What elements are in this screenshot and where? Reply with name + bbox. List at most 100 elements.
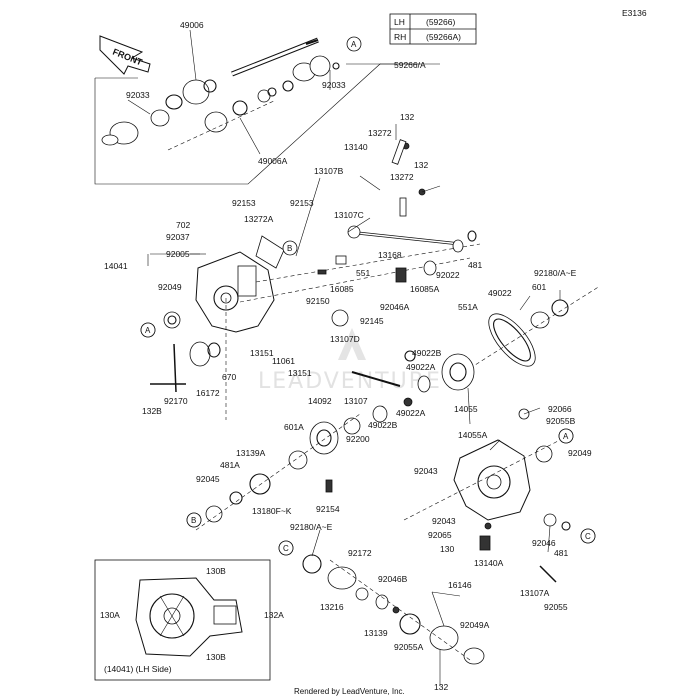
drive-shaft-box: A	[94, 36, 440, 185]
part-label: 92037	[166, 232, 190, 242]
part-label: 14092	[308, 396, 332, 406]
part-label: 16146	[448, 580, 472, 590]
part-label: 13140A	[474, 558, 504, 568]
ref-marker-a-left: A	[145, 326, 151, 335]
part-label: 92049	[568, 448, 592, 458]
part-label: 13151	[250, 348, 274, 358]
part-label: 92043	[432, 516, 456, 526]
part-label: 49022B	[368, 420, 398, 430]
part-label: 92180/A~E	[290, 522, 333, 532]
part-label: 14055A	[458, 430, 488, 440]
cross-pin	[351, 371, 401, 387]
part-label: 92049	[158, 282, 182, 292]
part-label: 92046A	[380, 302, 410, 312]
part-label: 59266/A	[394, 60, 426, 70]
part-label: 130	[440, 544, 454, 554]
part-label: 49022B	[412, 348, 442, 358]
lh-side-inset: (14041) (LH Side)	[94, 559, 271, 681]
part-label: 13272	[368, 128, 392, 138]
part-label: 92045	[196, 474, 220, 484]
part-label: 13272	[390, 172, 414, 182]
ref-marker-a-right: A	[563, 432, 569, 441]
watermark-text: LEADVENTURE	[258, 369, 442, 394]
part-label: 481A	[220, 460, 240, 470]
legend-side-1: RH	[394, 32, 406, 42]
part-label: 130B	[206, 652, 226, 662]
part-label: 130B	[206, 566, 226, 576]
part-label: 92022	[436, 270, 460, 280]
part-label: 16172	[196, 388, 220, 398]
part-label: 481	[554, 548, 568, 558]
part-label: 14055	[454, 404, 478, 414]
watermark: LEADVENTURE	[258, 328, 442, 394]
part-label: 13107A	[520, 588, 550, 598]
clip-parts-top	[359, 124, 426, 217]
part-label: 132A	[264, 610, 284, 620]
inset-caption: (14041) (LH Side)	[104, 664, 172, 674]
ring-gear-assembly	[403, 285, 601, 407]
part-label: 49022A	[396, 408, 426, 418]
legend-part-1: (59266A)	[426, 32, 461, 42]
part-label: 13140	[344, 142, 368, 152]
part-label: 92145	[360, 316, 384, 326]
front-arrow: FRONT	[99, 35, 151, 75]
part-label: 92033	[322, 80, 346, 90]
part-label: 13139	[364, 628, 388, 638]
part-label: 92033	[126, 90, 150, 100]
part-label: 16085	[330, 284, 354, 294]
ref-marker-a-top: A	[351, 40, 357, 49]
output-cover-parts	[140, 322, 388, 531]
reference-markers: A B B A C C	[140, 240, 596, 556]
part-label: 49006A	[258, 156, 288, 166]
ref-marker-c-left: C	[283, 544, 289, 553]
part-label: 92150	[306, 296, 330, 306]
part-label: 92043	[414, 466, 438, 476]
input-shaft-assembly	[317, 225, 477, 327]
part-label: 13216	[320, 602, 344, 612]
part-label: 49022	[488, 288, 512, 298]
part-label: 92154	[316, 504, 340, 514]
part-label: 49006	[180, 20, 204, 30]
part-label: 551	[356, 268, 370, 278]
part-label: 13272A	[244, 214, 274, 224]
legend-part-0: (59266)	[426, 17, 455, 27]
ref-marker-c-right: C	[585, 532, 591, 541]
part-label: 92049A	[460, 620, 490, 630]
part-label: 92046	[532, 538, 556, 548]
part-label: 132B	[142, 406, 162, 416]
part-label: 132	[434, 682, 448, 692]
part-label: 13139A	[236, 448, 266, 458]
part-label: 551A	[458, 302, 478, 312]
legend-side-0: LH	[394, 17, 405, 27]
part-label: 481	[468, 260, 482, 270]
part-labels: 49006 92033 59266/A 92033 13272 132 1314…	[100, 20, 592, 692]
part-label: 92170	[164, 396, 188, 406]
part-label: 49022A	[406, 362, 436, 372]
ref-marker-b-upper: B	[287, 244, 292, 253]
part-label: 670	[222, 372, 236, 382]
part-label: 92055A	[394, 642, 424, 652]
part-label: 132	[400, 112, 414, 122]
footer-credit: Rendered by LeadVenture, Inc.	[294, 687, 405, 696]
part-label: 13107B	[314, 166, 344, 176]
part-label: 601	[532, 282, 546, 292]
ref-marker-b-lower: B	[191, 516, 196, 525]
part-label: 92180/A~E	[534, 268, 577, 278]
part-label: 14041	[104, 261, 128, 271]
leader-lines	[127, 29, 561, 686]
part-label: 11061	[272, 356, 295, 366]
part-label: 130A	[100, 610, 120, 620]
part-label: 13151	[288, 368, 312, 378]
part-label: 13168	[378, 250, 402, 260]
part-label: 601A	[284, 422, 304, 432]
part-label: 13180F~K	[252, 506, 292, 516]
legend-table: LH (59266) RH (59266A)	[389, 13, 477, 45]
part-label: 13107C	[334, 210, 364, 220]
part-label: 92200	[346, 434, 370, 444]
part-label: 92066	[548, 404, 572, 414]
diagram-code: E3136	[622, 8, 647, 18]
lower-assembly	[278, 540, 485, 665]
part-label: 92153	[232, 198, 256, 208]
part-label: 13107	[344, 396, 368, 406]
